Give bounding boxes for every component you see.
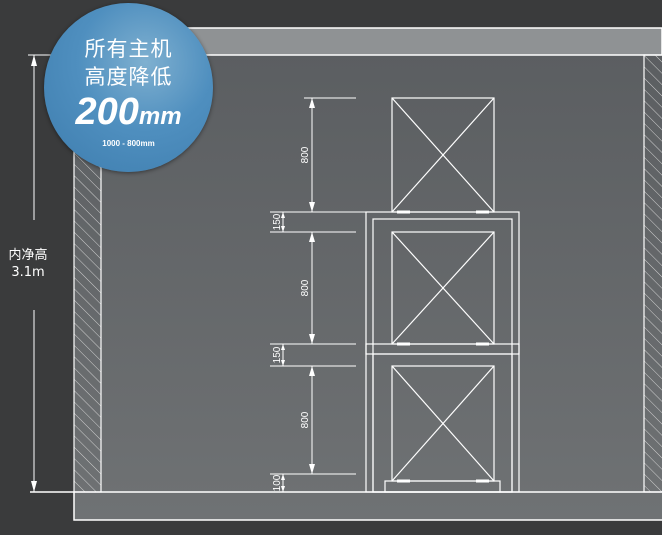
- room-height-value: 3.1m: [11, 265, 45, 280]
- badge-line1: 所有主机: [84, 37, 173, 61]
- car-middle: [391, 231, 495, 345]
- right-wall: [643, 54, 662, 493]
- dim-label-top: 800: [300, 146, 311, 163]
- badge-range: 1000 - 800mm: [102, 139, 155, 148]
- dim-label-bottom: 800: [300, 411, 311, 428]
- room-height-dimension: [28, 54, 58, 492]
- floor-slab: [73, 492, 662, 521]
- parking-lift-structure: [365, 97, 520, 493]
- room-height-title: 内净高: [8, 248, 48, 263]
- badge-number: 200: [75, 91, 139, 133]
- dim-label-base: 100: [272, 474, 283, 491]
- dim-label-middle: 800: [300, 279, 311, 296]
- dimension-chain: [270, 97, 366, 493]
- badge-unit: mm: [138, 103, 182, 130]
- badge-line2: 高度降低: [84, 65, 173, 89]
- height-reduction-badge: 所有主机 高度降低 200mm 1000 - 800mm: [44, 3, 213, 172]
- badge-value: 200mm: [44, 91, 213, 134]
- car-top: [391, 97, 495, 213]
- dim-label-gap-lower: 150: [272, 346, 283, 363]
- car-bottom: [391, 365, 495, 482]
- room-height-label: 内净高 3.1m: [0, 247, 56, 281]
- dim-label-gap-upper: 150: [272, 213, 283, 230]
